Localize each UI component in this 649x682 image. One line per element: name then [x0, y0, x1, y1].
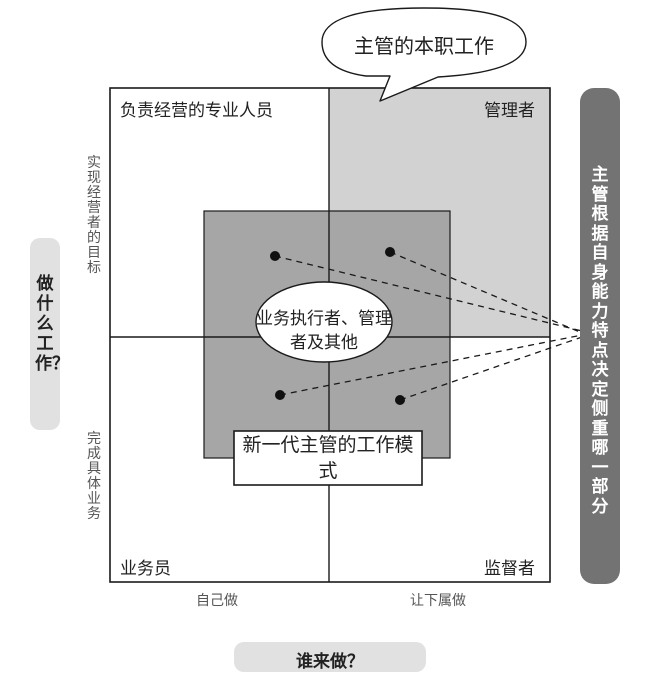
callout-text: 主管的本职工作 — [354, 34, 494, 58]
dashed-connector-2 — [389, 251, 583, 334]
y-axis-title: 做什么工作？ — [35, 274, 69, 374]
quadrant-label-top-left: 负责经营的专业人员 — [120, 101, 273, 121]
x-axis-left-label: 自己做 — [196, 593, 238, 609]
right-note-text: 主管根据自身能力特点决定侧重哪一部分 — [591, 165, 609, 517]
dashed-connector-1 — [274, 255, 583, 332]
quadrant-label-top-right: 管理者 — [484, 101, 535, 121]
quadrant-label-bottom-right: 监督者 — [484, 559, 535, 579]
new-mode-box — [233, 430, 423, 486]
dot-top-right — [385, 247, 395, 257]
center-ellipse — [255, 281, 393, 363]
new-mode-text: 新一代主管的工作模式 — [242, 434, 414, 482]
dot-top-left — [270, 251, 280, 261]
outer-frame — [109, 87, 551, 583]
center-ellipse-text: 业务执行者、管理者及其他 — [256, 309, 392, 353]
dot-bottom-right — [395, 395, 405, 405]
x-axis-title: 谁来做？ — [296, 652, 364, 672]
x-axis-title-pill — [234, 642, 426, 672]
dashed-connector-3 — [279, 334, 583, 396]
y-axis-title-pill — [30, 238, 60, 430]
right-note-pill — [580, 88, 620, 584]
y-axis-top-label: 实现经营者的目标 — [87, 155, 101, 276]
x-axis-right-label: 让下属做 — [410, 593, 466, 609]
quadrant-label-bottom-left: 业务员 — [120, 559, 171, 579]
y-axis-bottom-label: 完成具体业务 — [87, 431, 101, 522]
dot-bottom-left — [275, 390, 285, 400]
speech-bubble — [321, 7, 527, 102]
